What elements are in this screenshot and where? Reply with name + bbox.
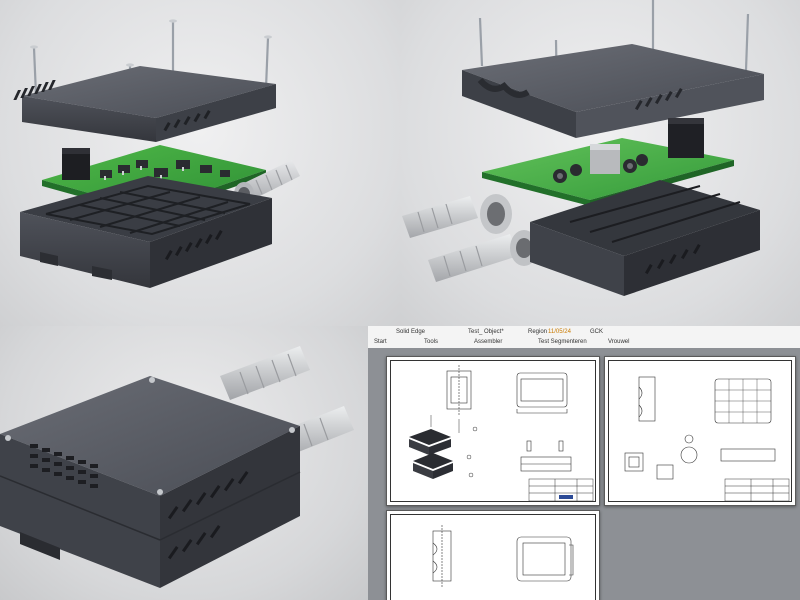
enclosure-assembled	[0, 376, 301, 588]
menu-test-segmenteren[interactable]: Test Segmenteren	[538, 339, 587, 345]
drawing-sheet-3[interactable]	[386, 510, 600, 600]
menu-start[interactable]: Start	[374, 339, 387, 345]
enclosure-exploded-rear-illustration	[402, 0, 764, 296]
enclosure-exploded-illustration	[13, 19, 300, 288]
render-exploded-front	[0, 0, 400, 326]
enclosure-base	[530, 180, 760, 296]
drawing-sheet-2[interactable]	[604, 356, 796, 506]
enclosure-lid	[462, 44, 764, 138]
cad-title-bar: Solid Edge Test_ Object* Region 11/05/24…	[368, 326, 800, 349]
menu-assembler[interactable]: Assembler	[474, 339, 503, 345]
render-exploded-rear	[400, 0, 800, 326]
drawing-views	[624, 376, 790, 502]
title-block	[528, 478, 594, 502]
extra-label: GCK	[590, 329, 604, 335]
enclosure-base	[20, 176, 272, 288]
cad-application-window: Solid Edge Test_ Object* Region 11/05/24…	[368, 326, 800, 600]
render-assembled	[0, 326, 368, 600]
cable-gland	[402, 194, 538, 282]
document-name: Test_ Object*	[468, 329, 504, 335]
drawing-workspace[interactable]	[368, 348, 800, 600]
region-label: Region	[528, 329, 548, 335]
enclosure-lid	[13, 66, 276, 142]
menu-vrouwel[interactable]: Vrouwel	[608, 339, 630, 345]
app-name: Solid Edge	[396, 329, 426, 335]
menu-tools[interactable]: Tools	[424, 339, 439, 345]
drawing-views	[409, 365, 594, 502]
drawing-views	[432, 525, 574, 587]
title-block	[724, 478, 790, 502]
drawing-sheet-1[interactable]	[386, 356, 600, 506]
region-value: 11/05/24	[548, 329, 571, 335]
enclosure-assembled-illustration	[0, 346, 354, 588]
